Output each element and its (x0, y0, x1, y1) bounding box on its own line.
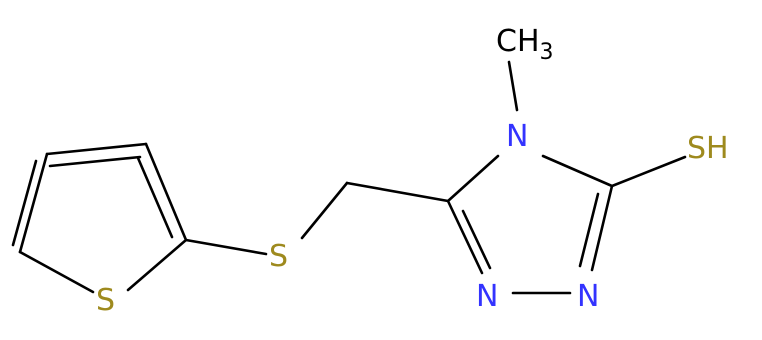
n2-label: N (577, 279, 599, 314)
n1-label: N (476, 279, 498, 314)
bond-thiophene-c5-c4-inner (48, 155, 142, 168)
bond-layer (11, 60, 687, 295)
bond-thiophene-c3-c2-inner (11, 159, 38, 247)
bond-c3-n2-double-outer (590, 184, 614, 272)
bond-thiophene-c3-c2 (18, 152, 49, 254)
bond-n1-c5-double-outer (446, 199, 484, 275)
sh-label: SH (687, 131, 729, 166)
bond-c-s-linker (184, 238, 268, 256)
s-ring-label: S (96, 283, 115, 318)
bond-thiophene-s-c1 (126, 238, 188, 292)
bond-thiophene-c1-c4-double (136, 156, 174, 239)
bond-n4-methyl (507, 60, 519, 112)
n4-label: N (506, 119, 528, 154)
bond-n1-c5-double-inner (461, 209, 492, 270)
bond-s-ch2 (300, 181, 349, 240)
bond-n4-c3 (541, 154, 614, 188)
methyl-label: CH3 (496, 24, 554, 65)
bond-thiophene-c4-c3 (144, 142, 188, 242)
bond-c3-sh (610, 155, 687, 188)
bond-c5-n4 (446, 154, 500, 203)
bond-thiophene-c2-s (18, 250, 95, 294)
bond-thiophene-c5-c4 (45, 142, 148, 156)
s-linker-label: S (269, 239, 288, 274)
bond-c3-n2-double-inner (578, 192, 600, 268)
bond-ch2-c5 (345, 181, 450, 203)
atom-labels: CH3 N SH N N S S (96, 24, 729, 318)
